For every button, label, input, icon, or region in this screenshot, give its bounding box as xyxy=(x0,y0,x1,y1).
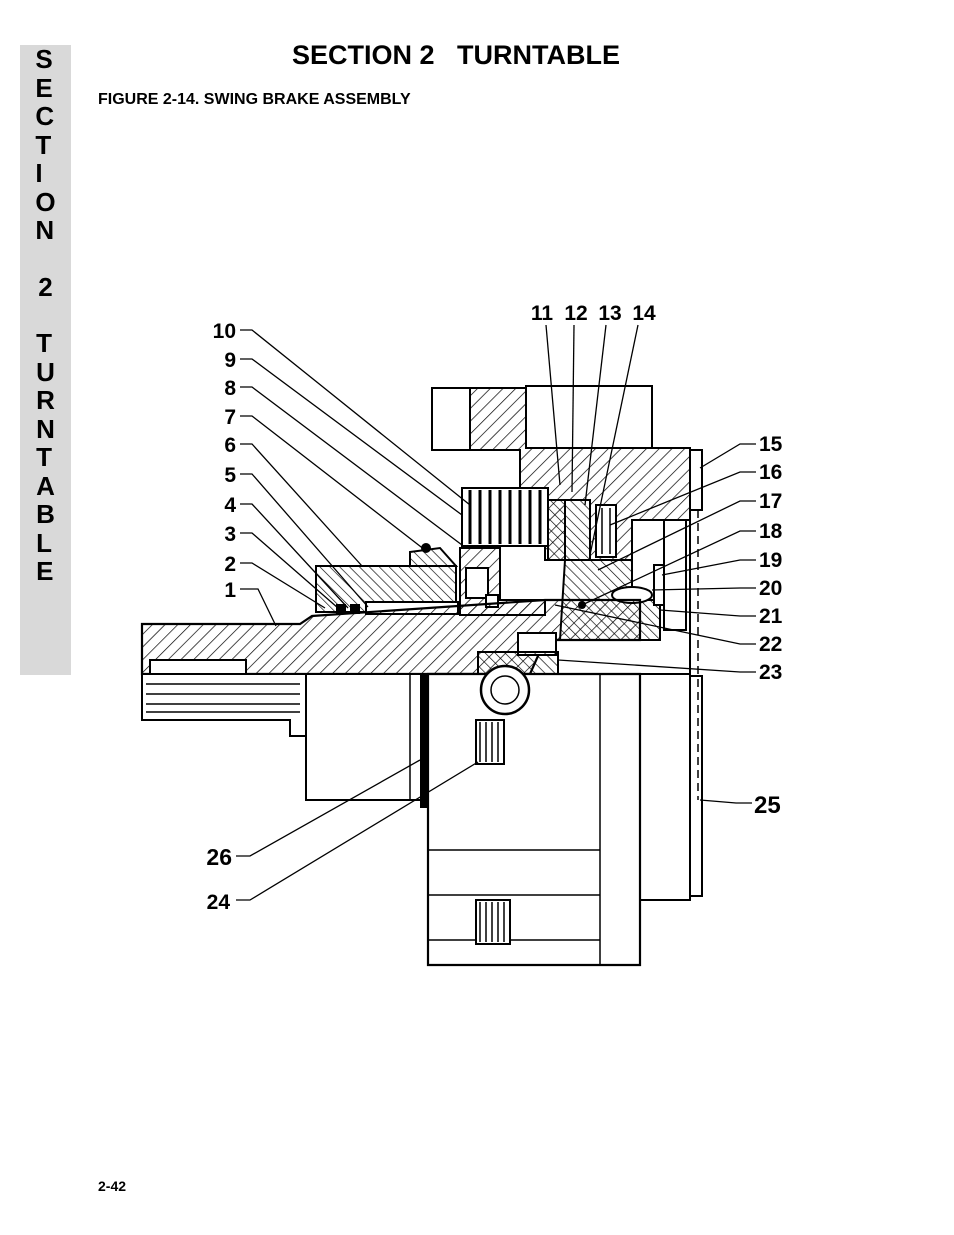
callout-label: 20 xyxy=(759,577,782,600)
callout-label: 18 xyxy=(759,520,783,543)
piston-and-springs xyxy=(595,504,617,558)
callout-label: 17 xyxy=(759,490,782,513)
callout-label: 26 xyxy=(206,844,232,870)
callout-label: 19 xyxy=(759,549,782,572)
callout-label: 4 xyxy=(224,494,236,517)
callout-label: 8 xyxy=(224,377,236,400)
callout-label: 25 xyxy=(754,792,781,819)
side-tab-letter: R xyxy=(36,385,55,415)
brake-disc-stack xyxy=(461,487,591,561)
side-tab-letter: C xyxy=(35,101,55,131)
side-tab-letter: N xyxy=(36,413,55,444)
callout-label: 16 xyxy=(759,461,782,484)
section-title: SECTION 2 TURNTABLE xyxy=(292,40,621,70)
input-hub xyxy=(315,543,459,615)
callout-label: 14 xyxy=(632,302,656,325)
side-tab-letter: T xyxy=(36,442,52,472)
side-tab-letter: T xyxy=(35,129,52,160)
callout-label: 6 xyxy=(224,434,236,457)
callout-label: 21 xyxy=(759,605,783,628)
figure-title: FIGURE 2-14. SWING BRAKE ASSEMBLY xyxy=(98,91,411,108)
callout-label: 2 xyxy=(224,553,236,576)
side-tab-letter: E xyxy=(35,72,53,103)
page-number: 2-42 xyxy=(98,1178,127,1194)
side-tab-letter: O xyxy=(35,186,56,217)
side-tab-letter: 2 xyxy=(38,271,53,302)
callout-label: 3 xyxy=(224,523,236,546)
side-tab-letter: E xyxy=(36,556,54,586)
callout-label: 1 xyxy=(224,579,236,602)
side-tab-letter: N xyxy=(35,215,55,245)
housing-upper xyxy=(431,385,691,561)
callout-label: 12 xyxy=(564,302,587,325)
callout-label: 24 xyxy=(207,891,231,914)
callout-label: 13 xyxy=(598,302,621,325)
callout-label: 5 xyxy=(224,464,236,487)
output-shaft xyxy=(140,598,642,676)
callout-label: 10 xyxy=(213,320,236,343)
side-tab-word-number: 2 xyxy=(38,271,53,302)
callouts-top: 11 12 13 14 xyxy=(531,302,656,325)
callout-label: 15 xyxy=(759,433,783,456)
side-tab-letter: U xyxy=(36,356,55,387)
gearbox-body xyxy=(305,664,703,967)
callouts-bottom-left: 26 24 xyxy=(206,844,232,914)
side-tab-letter: A xyxy=(36,470,55,501)
callout-label: 11 xyxy=(531,302,554,325)
callout-label: 7 xyxy=(224,406,236,429)
leader-lines xyxy=(236,324,756,901)
callout-label: 22 xyxy=(759,633,782,656)
side-tab-letter: I xyxy=(35,158,43,188)
splined-shaft-end xyxy=(141,673,307,737)
side-tab-letter: S xyxy=(35,44,53,74)
callout-label: 23 xyxy=(759,661,782,684)
side-tab-letter: B xyxy=(36,499,55,529)
callouts-left: 10 9 8 7 6 5 4 3 2 1 xyxy=(213,320,237,602)
callouts-right: 15 16 17 18 19 20 21 22 23 25 xyxy=(754,433,783,819)
callout-label: 9 xyxy=(224,349,236,372)
side-tab-letter: T xyxy=(36,328,52,358)
side-tab-letter: L xyxy=(36,527,52,558)
